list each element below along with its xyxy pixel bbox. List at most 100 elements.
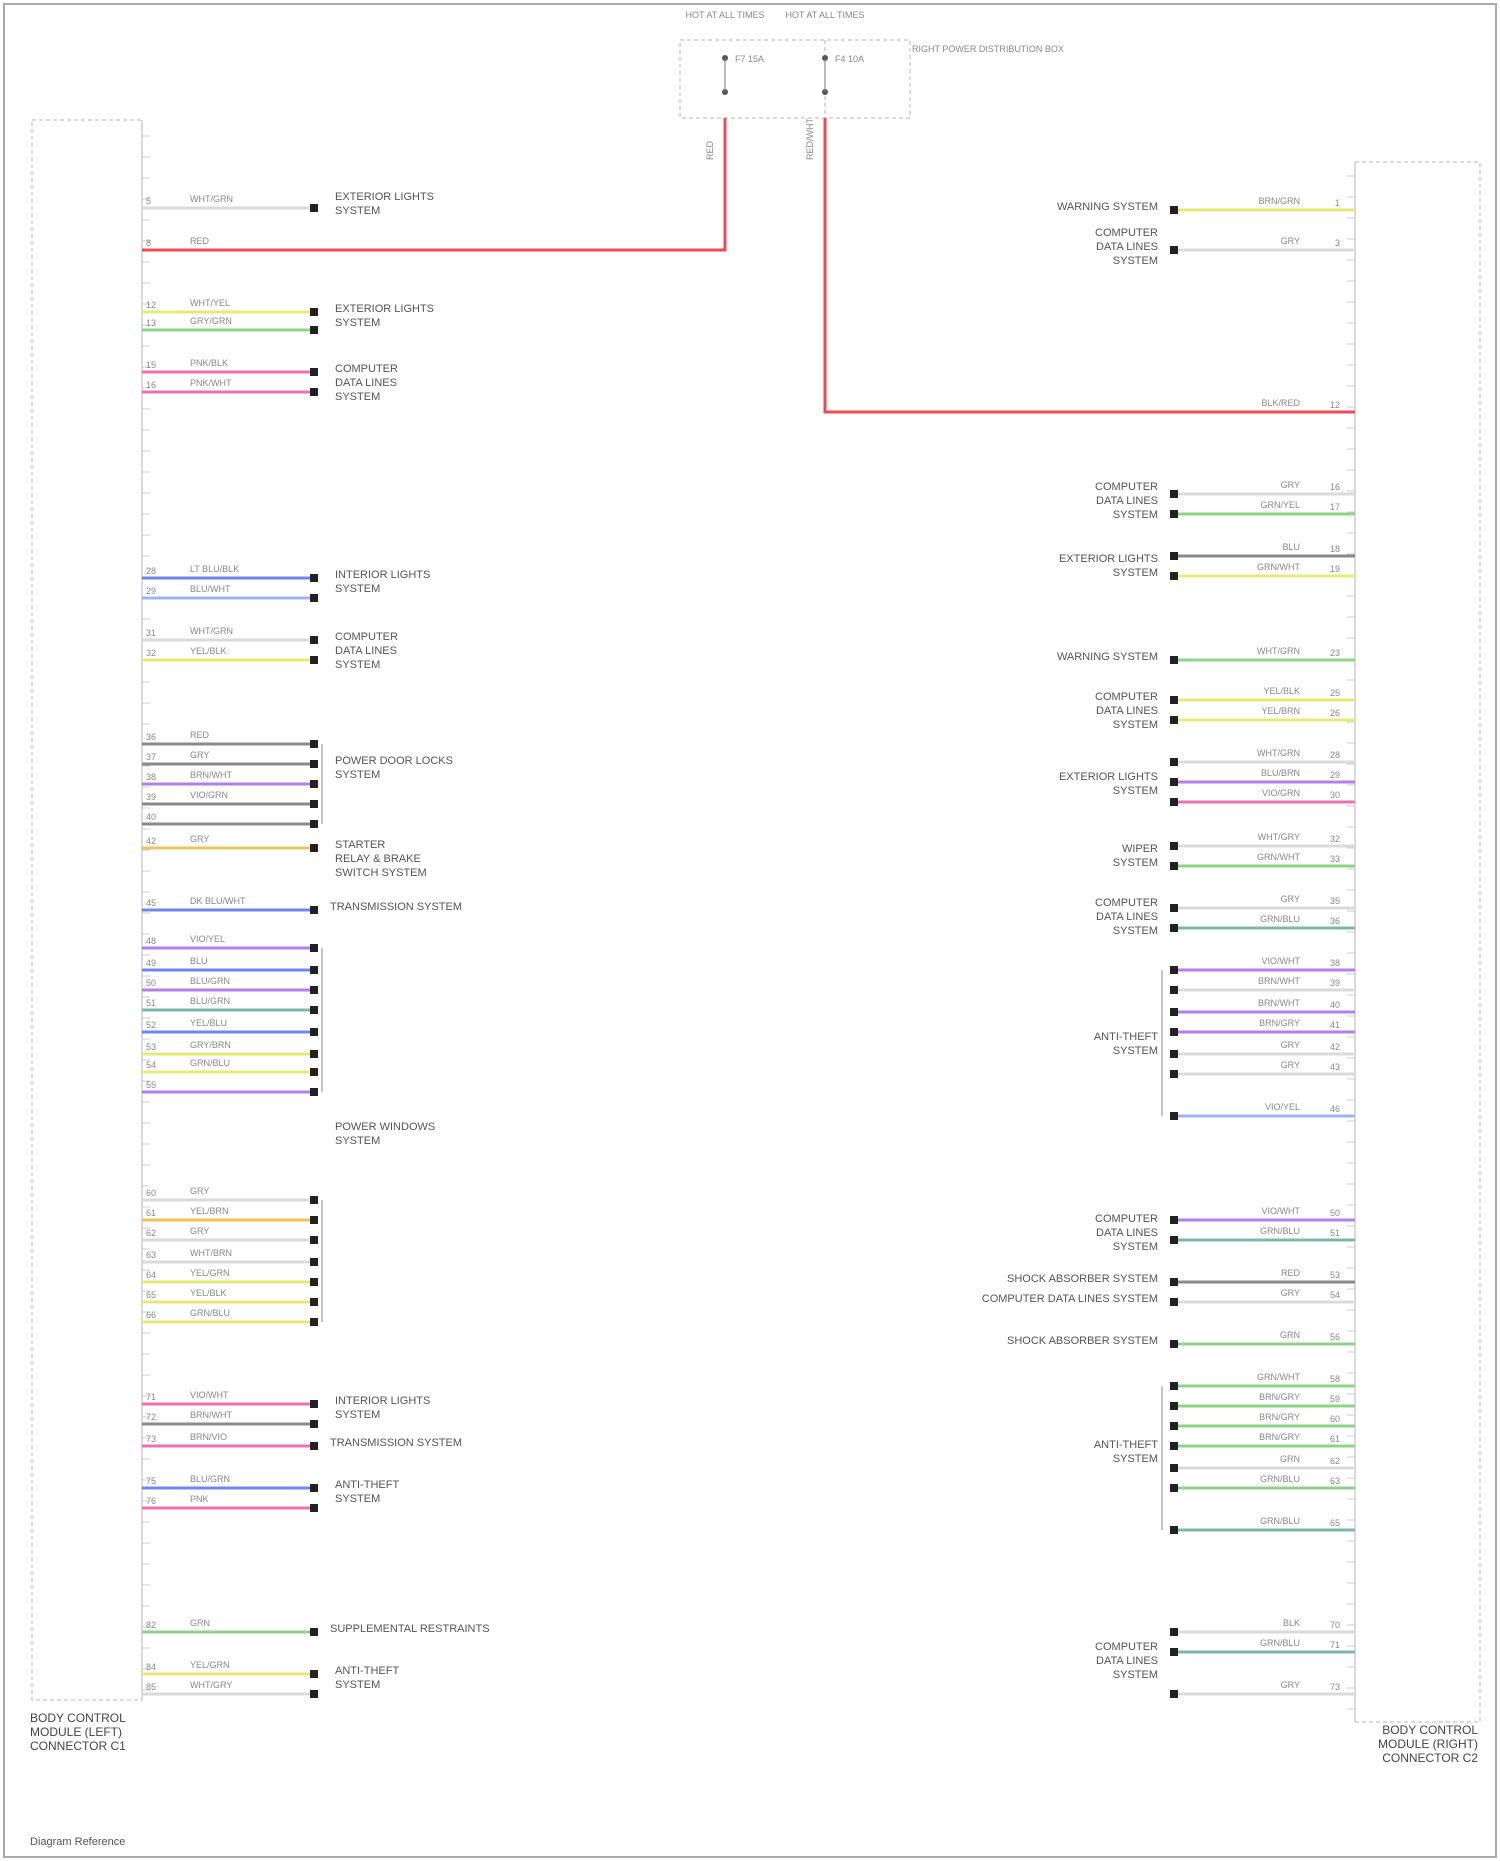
right-destination-label: SYSTEM	[1113, 925, 1158, 937]
left-pin-number: 39	[146, 792, 156, 802]
left-connector-body	[32, 120, 142, 1700]
left-wire-color: DK BLU/WHT	[190, 896, 246, 906]
right-destination-label: COMPUTER	[1095, 897, 1158, 909]
left-destination-label: ANTI-THEFT	[335, 1479, 399, 1491]
left-wire-color: VIO/WHT	[190, 1390, 229, 1400]
right-pin-number: 58	[1330, 1374, 1340, 1384]
left-destination-label: TRANSMISSION SYSTEM	[330, 901, 462, 913]
right-pin-number: 36	[1330, 916, 1340, 926]
arrow-connector-icon	[1170, 1278, 1178, 1286]
right-pin-number: 12	[1330, 400, 1340, 410]
left-wire-color: BLU/GRN	[190, 1474, 230, 1484]
right-wire-color: GRN/BLU	[1260, 1226, 1300, 1236]
right-wire-color: VIO/WHT	[1262, 956, 1301, 966]
left-pin-number: 5	[146, 196, 151, 206]
left-wire-color: WHT/BRN	[190, 1248, 232, 1258]
left-pin-number: 8	[146, 238, 151, 248]
left-wire-color: RED	[190, 730, 210, 740]
arrow-connector-icon	[1170, 842, 1178, 850]
right-wire-color: GRN/BLU	[1260, 1516, 1300, 1526]
arrow-connector-icon	[310, 388, 318, 396]
left-destination-label: ANTI-THEFT	[335, 1665, 399, 1677]
left-wire-color: WHT/YEL	[190, 298, 230, 308]
right-pin-number: 60	[1330, 1414, 1340, 1424]
arrow-connector-icon	[1170, 552, 1178, 560]
right-pin-number: 51	[1330, 1228, 1340, 1238]
right-wire-color: BRN/GRY	[1259, 1412, 1300, 1422]
right-destination-label: COMPUTER	[1095, 691, 1158, 703]
fuse-name: F4 10A	[835, 54, 864, 64]
left-pin-number: 40	[146, 812, 156, 822]
right-wire-color: BRN/WHT	[1258, 998, 1300, 1008]
right-pin-number: 65	[1330, 1518, 1340, 1528]
left-destination-label: SYSTEM	[335, 1493, 380, 1505]
arrow-connector-icon	[310, 1216, 318, 1224]
arrow-connector-icon	[1170, 490, 1178, 498]
left-pin-number: 54	[146, 1060, 156, 1070]
right-pin-number: 1	[1335, 198, 1340, 208]
right-pin-number: 42	[1330, 1042, 1340, 1052]
right-wire-color: BRN/WHT	[1258, 976, 1300, 986]
arrow-connector-icon	[310, 986, 318, 994]
arrow-connector-icon	[1170, 1216, 1178, 1224]
right-destination-label: DATA LINES	[1096, 911, 1158, 923]
arrow-connector-icon	[1170, 1648, 1178, 1656]
arrow-connector-icon	[1170, 1050, 1178, 1058]
arrow-connector-icon	[310, 1068, 318, 1076]
right-wire-color: GRN/WHT	[1257, 1372, 1300, 1382]
arrow-connector-icon	[1170, 572, 1178, 580]
arrow-connector-icon	[1170, 758, 1178, 766]
fuse-box	[680, 40, 910, 118]
left-pin-number: 71	[146, 1392, 156, 1402]
arrow-connector-icon	[1170, 986, 1178, 994]
arrow-connector-icon	[310, 966, 318, 974]
left-wire-color: PNK/BLK	[190, 358, 228, 368]
right-wire-color: GRN/WHT	[1257, 852, 1300, 862]
right-pin-number: 26	[1330, 708, 1340, 718]
left-pin-number: 52	[146, 1020, 156, 1030]
right-wire-color: GRN	[1280, 1454, 1300, 1464]
fuse-header: HOT AT ALL TIMES	[685, 10, 764, 20]
left-wire-color: GRN	[190, 1618, 210, 1628]
right-wire-color: GRY	[1281, 1040, 1300, 1050]
right-pin-number: 53	[1330, 1270, 1340, 1280]
arrow-connector-icon	[310, 204, 318, 212]
left-destination-label: TRANSMISSION SYSTEM	[330, 1437, 462, 1449]
arrow-connector-icon	[310, 1196, 318, 1204]
left-wire-color: VIO/YEL	[190, 934, 225, 944]
arrow-connector-icon	[310, 1420, 318, 1428]
right-pin-number: 39	[1330, 978, 1340, 988]
arrow-connector-icon	[310, 1278, 318, 1286]
left-destination-label: DATA LINES	[335, 645, 397, 657]
arrow-connector-icon	[1170, 716, 1178, 724]
arrow-connector-icon	[1170, 1484, 1178, 1492]
right-destination-label: COMPUTER	[1095, 481, 1158, 493]
arrow-connector-icon	[1170, 1070, 1178, 1078]
right-destination-label: ANTI-THEFT	[1094, 1439, 1158, 1451]
arrow-connector-icon	[1170, 862, 1178, 870]
left-wire-color: LT BLU/BLK	[190, 564, 239, 574]
right-connector-label-line: CONNECTOR C2	[1382, 1751, 1478, 1765]
left-wire-color: YEL/BRN	[190, 1206, 229, 1216]
right-wire-color: VIO/YEL	[1265, 1102, 1300, 1112]
right-destination-label: DATA LINES	[1096, 241, 1158, 253]
arrow-connector-icon	[310, 944, 318, 952]
left-pin-number: 72	[146, 1412, 156, 1422]
right-wire-color: GRY	[1281, 1060, 1300, 1070]
arrow-connector-icon	[310, 1236, 318, 1244]
arrow-connector-icon	[310, 594, 318, 602]
right-pin-number: 50	[1330, 1208, 1340, 1218]
left-wire-color: PNK	[190, 1494, 209, 1504]
right-wire-color: BRN/GRY	[1259, 1392, 1300, 1402]
right-pin-number: 23	[1330, 648, 1340, 658]
arrow-connector-icon	[310, 368, 318, 376]
arrow-connector-icon	[310, 800, 318, 808]
left-destination-label: SYSTEM	[335, 205, 380, 217]
arrow-connector-icon	[1170, 206, 1178, 214]
left-wire-color: YEL/BLK	[190, 646, 227, 656]
right-wire-color: GRY	[1281, 480, 1300, 490]
left-destination-label: EXTERIOR LIGHTS	[335, 303, 434, 315]
right-destination-label: ANTI-THEFT	[1094, 1031, 1158, 1043]
